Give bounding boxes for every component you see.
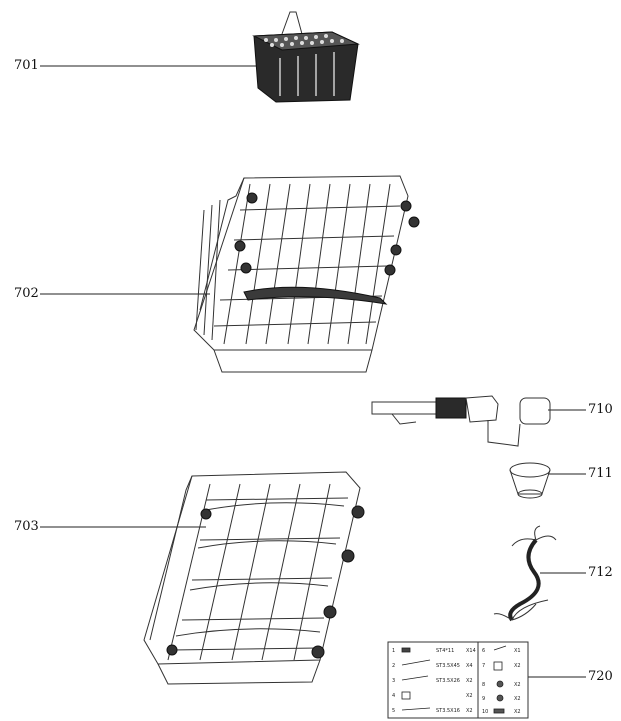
kit-right-row-4-qty: X2 — [514, 696, 521, 702]
kit-row-1-num: 1 — [392, 648, 395, 654]
inlet-valve-710 — [371, 395, 586, 447]
upper-rack-702 — [40, 175, 420, 373]
screw-icon — [401, 647, 411, 653]
kit-card-border — [387, 641, 529, 719]
kit-right-row-1-qty: X1 — [514, 648, 521, 654]
kit-row-5-spec: ST3.5X16 — [436, 708, 460, 714]
kit-part-icons — [493, 645, 507, 714]
spray-arm — [243, 286, 388, 305]
upper-rack-wires — [195, 183, 401, 345]
screw-icon — [401, 675, 429, 681]
cutlery-basket-701 — [40, 11, 360, 103]
clip-icon — [401, 691, 411, 700]
cap-711 — [509, 462, 586, 499]
wire-harness-712 — [493, 525, 586, 622]
kit-right-row-3-num: 8 — [482, 682, 485, 688]
cap-top — [509, 462, 551, 478]
cap-body — [509, 469, 551, 495]
kit-row-3-spec: ST3.5X26 — [436, 678, 460, 684]
lower-rack-703 — [40, 471, 365, 685]
kit-row-4-num: 4 — [392, 693, 395, 699]
accessory-kit-720: 1 ST4*11 X14 2 ST3.5X45 X4 3 ST3.5X26 X2… — [387, 641, 586, 719]
basket-grid — [264, 34, 344, 47]
kit-right-row-5-num: 10 — [482, 709, 488, 715]
upper-rack-wheels — [234, 192, 420, 276]
label-703: 703 — [14, 519, 39, 534]
basket-slots — [279, 52, 335, 96]
label-711: 711 — [588, 466, 613, 481]
kit-right-row-5-qty: X2 — [514, 709, 521, 715]
label-712: 712 — [588, 565, 613, 580]
kit-left-column: 1 ST4*11 X14 2 ST3.5X45 X4 3 ST3.5X26 X2… — [392, 648, 476, 714]
label-702: 702 — [14, 286, 39, 301]
label-701: 701 — [14, 58, 39, 73]
hose-tube — [371, 401, 443, 415]
valve-lower — [487, 420, 521, 447]
strip-icon — [493, 708, 505, 714]
kit-right-row-1-num: 6 — [482, 648, 485, 654]
hose-coupling — [435, 397, 467, 419]
kit-row-1-spec: ST4*11 — [436, 648, 454, 654]
screw-icon — [401, 707, 431, 711]
kit-row-1-qty: X14 — [466, 648, 476, 654]
basket-handle — [281, 11, 303, 35]
kit-right-row-2-qty: X2 — [514, 663, 521, 669]
kit-row-2-qty: X4 — [466, 663, 473, 669]
kit-row-2-num: 2 — [392, 663, 395, 669]
upper-rack-base — [213, 349, 373, 373]
kit-right-row-2-num: 7 — [482, 663, 485, 669]
kit-row-3-num: 3 — [392, 678, 395, 684]
kit-row-2-spec: ST3.5X45 — [436, 663, 460, 669]
cap-bottom — [517, 489, 543, 499]
hose-wire — [391, 413, 417, 425]
grommet-icon — [496, 680, 504, 688]
harness-leads — [493, 525, 557, 621]
kit-row-4-qty: X2 — [466, 693, 473, 699]
label-710: 710 — [588, 402, 613, 417]
kit-row-5-num: 5 — [392, 708, 395, 714]
label-720: 720 — [588, 669, 613, 684]
grommet-icon — [496, 694, 504, 702]
lower-rack-base — [157, 659, 321, 685]
screw-icon — [401, 659, 431, 666]
kit-row-5-qty: X2 — [466, 708, 473, 714]
upper-rack-side — [199, 177, 245, 311]
kit-row-3-qty: X2 — [466, 678, 473, 684]
lower-rack-wheels — [166, 505, 365, 659]
bracket-icon — [493, 661, 503, 671]
valve-body — [465, 395, 499, 423]
kit-right-column: 6 X1 7 X2 8 X2 9 X2 10 X2 — [482, 648, 521, 715]
valve-nut — [519, 397, 551, 425]
kit-right-row-3-qty: X2 — [514, 682, 521, 688]
screw-icon — [493, 645, 507, 651]
kit-right-row-4-num: 9 — [482, 696, 485, 702]
kit-screw-icons — [401, 647, 431, 711]
harness-bundle — [508, 538, 541, 622]
lower-rack-tines — [175, 502, 345, 637]
lower-rack-wires — [167, 483, 349, 661]
lower-rack-side — [149, 475, 193, 641]
